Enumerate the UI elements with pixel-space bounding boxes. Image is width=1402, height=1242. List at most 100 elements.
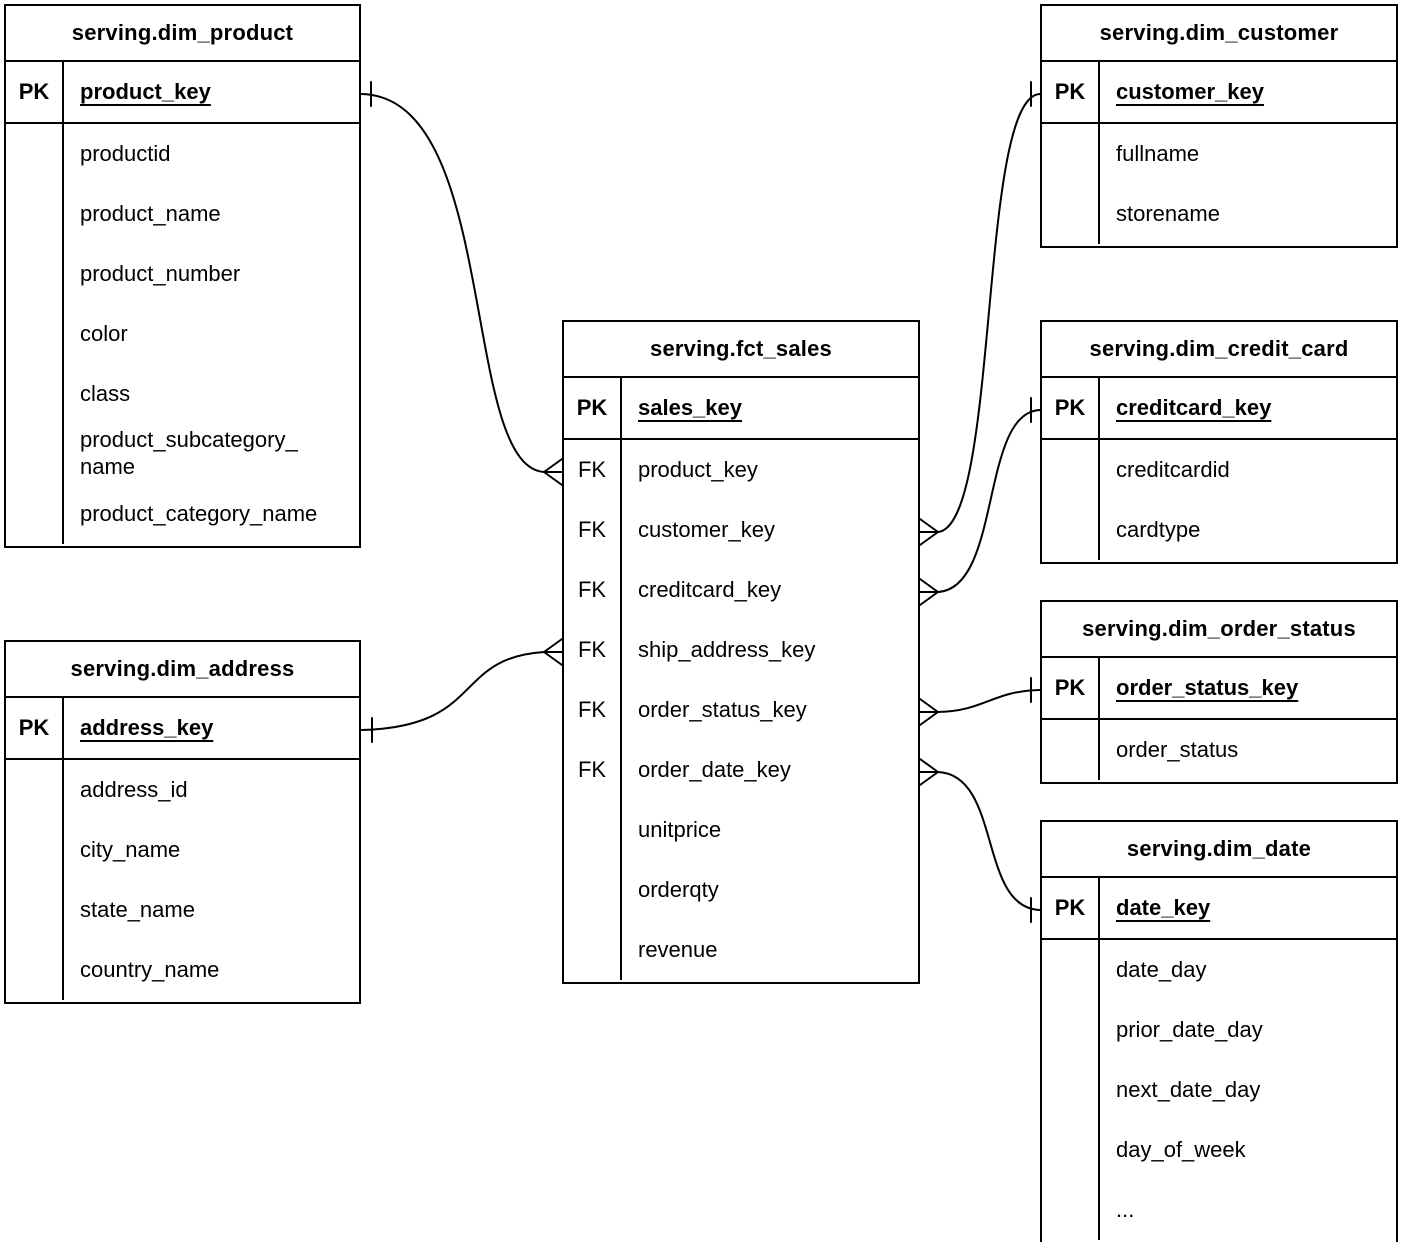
key-cell — [6, 880, 64, 940]
entity-title: serving.fct_sales — [564, 322, 918, 378]
entity-dim-product: serving.dim_product PK product_key produ… — [4, 4, 361, 548]
crows-foot-many-marker — [543, 458, 563, 486]
field-row: product_subcategory_ name — [6, 424, 359, 484]
pk-field: date_key — [1116, 894, 1211, 920]
entity-title: serving.dim_product — [6, 6, 359, 62]
field-name: next_date_day — [1116, 1076, 1261, 1102]
field-row: state_name — [6, 880, 359, 940]
crows-foot-many-marker — [919, 518, 939, 546]
field-name: unitprice — [638, 816, 722, 842]
field-name: orderqty — [638, 876, 719, 902]
field-name: fullname — [1116, 140, 1200, 166]
key-cell — [6, 820, 64, 880]
key-cell — [6, 244, 64, 304]
entity-title: serving.dim_customer — [1042, 6, 1396, 62]
field-row: ... — [1042, 1180, 1396, 1240]
fk-label: FK — [564, 440, 622, 500]
relationship-order-status — [919, 677, 1041, 726]
pk-field: product_key — [80, 78, 211, 104]
field-name: ... — [1116, 1196, 1135, 1222]
field-row: class — [6, 364, 359, 424]
pk-label: PK — [564, 378, 622, 438]
field-name: country_name — [80, 956, 220, 982]
key-cell — [1042, 440, 1100, 500]
relationship-line — [360, 651, 545, 731]
relationship-product — [360, 81, 563, 486]
field-row: FK order_date_key — [564, 740, 918, 800]
pk-row: PK date_key — [1042, 878, 1396, 940]
key-cell — [1042, 720, 1100, 780]
key-cell — [1042, 184, 1100, 244]
field-name: customer_key — [638, 516, 775, 542]
key-cell — [6, 304, 64, 364]
field-name: revenue — [638, 936, 718, 962]
pk-row: PK sales_key — [564, 378, 918, 440]
field-row: FK ship_address_key — [564, 620, 918, 680]
relationship-order-date — [919, 758, 1041, 923]
fk-label: FK — [564, 560, 622, 620]
field-row: storename — [1042, 184, 1396, 244]
relationship-line — [937, 93, 1041, 533]
field-row: orderqty — [564, 860, 918, 920]
field-row: product_category_name — [6, 484, 359, 544]
field-row: country_name — [6, 940, 359, 1000]
pk-field: customer_key — [1116, 78, 1264, 104]
field-name: date_day — [1116, 956, 1207, 982]
fk-label: FK — [564, 680, 622, 740]
field-name: city_name — [80, 836, 181, 862]
field-row: fullname — [1042, 124, 1396, 184]
pk-row: PK creditcard_key — [1042, 378, 1396, 440]
key-cell — [6, 364, 64, 424]
field-row: revenue — [564, 920, 918, 980]
field-row: creditcardid — [1042, 440, 1396, 500]
field-row: product_name — [6, 184, 359, 244]
entity-dim-customer: serving.dim_customer PK customer_key ful… — [1040, 4, 1398, 248]
field-name: creditcard_key — [638, 576, 782, 602]
pk-field: sales_key — [638, 394, 742, 420]
field-name: product_name — [80, 200, 221, 226]
key-cell — [564, 800, 622, 860]
field-row: unitprice — [564, 800, 918, 860]
key-cell — [1042, 124, 1100, 184]
field-name: cardtype — [1116, 516, 1201, 542]
fk-label: FK — [564, 500, 622, 560]
field-name: day_of_week — [1116, 1136, 1246, 1162]
field-name: prior_date_day — [1116, 1016, 1263, 1042]
field-name: product_subcategory_ name — [80, 427, 298, 479]
key-cell — [6, 124, 64, 184]
relationship-line — [937, 771, 1041, 911]
entity-dim-order-status: serving.dim_order_status PK order_status… — [1040, 600, 1398, 784]
field-name: product_number — [80, 260, 241, 286]
relationship-address — [360, 638, 563, 743]
field-row: address_id — [6, 760, 359, 820]
crows-foot-many-marker — [919, 758, 939, 786]
field-row: date_day — [1042, 940, 1396, 1000]
pk-row: PK customer_key — [1042, 62, 1396, 124]
entity-title: serving.dim_credit_card — [1042, 322, 1396, 378]
field-row: productid — [6, 124, 359, 184]
field-name: address_id — [80, 776, 188, 802]
pk-label: PK — [6, 698, 64, 758]
field-row: FK creditcard_key — [564, 560, 918, 620]
entity-title: serving.dim_order_status — [1042, 602, 1396, 658]
fk-label: FK — [564, 740, 622, 800]
key-cell — [1042, 1060, 1100, 1120]
pk-row: PK product_key — [6, 62, 359, 124]
field-row: product_number — [6, 244, 359, 304]
field-name: product_category_name — [80, 500, 318, 526]
field-name: creditcardid — [1116, 456, 1230, 482]
field-row: FK order_status_key — [564, 680, 918, 740]
key-cell — [564, 920, 622, 980]
key-cell — [6, 184, 64, 244]
field-name: order_date_key — [638, 756, 791, 782]
entity-title: serving.dim_date — [1042, 822, 1396, 878]
pk-field: order_status_key — [1116, 674, 1299, 700]
field-name: state_name — [80, 896, 195, 922]
field-name: class — [80, 380, 131, 406]
key-cell — [1042, 500, 1100, 560]
field-row: color — [6, 304, 359, 364]
key-cell — [1042, 940, 1100, 1000]
pk-row: PK order_status_key — [1042, 658, 1396, 720]
pk-label: PK — [1042, 658, 1100, 718]
crows-foot-many-marker — [543, 638, 563, 666]
